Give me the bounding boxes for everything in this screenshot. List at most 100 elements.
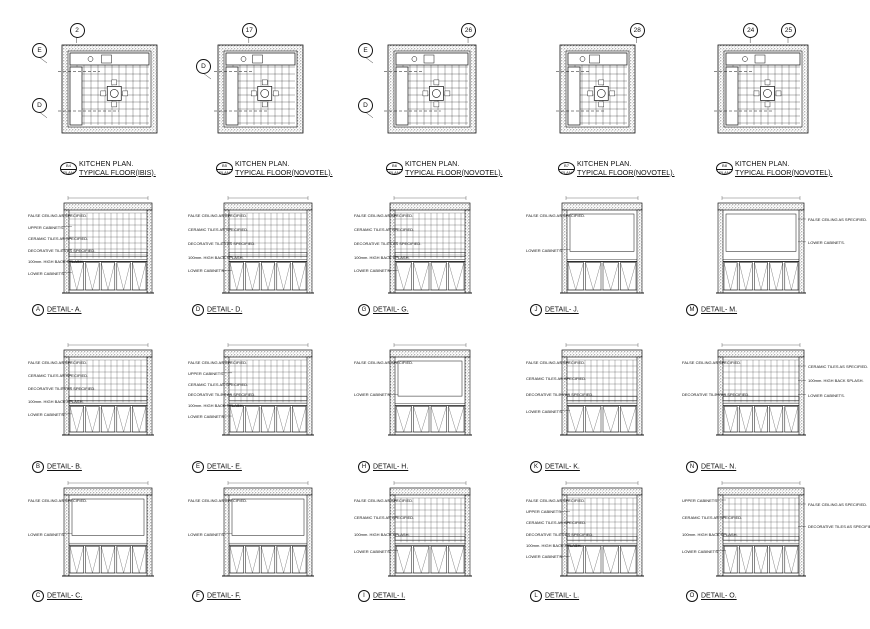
badge-number: B5 (217, 163, 232, 170)
elevation-note: UPPER CABINETS. (188, 370, 225, 376)
elevation-note: FALSE CEILING AS SPECIFIED. (354, 498, 414, 503)
detail-marker: B (32, 461, 44, 473)
detail-title: DETAIL- J. (545, 306, 579, 314)
detail-title: DETAIL- K. (545, 463, 580, 471)
elevation-note: CERAMIC TILES AS SPECIFIED. (188, 381, 249, 387)
badge-sheet: PLAN (219, 169, 230, 175)
elevation-note: LOWER CABINETS. (354, 392, 391, 398)
kitchen-plan-2 (202, 37, 304, 134)
badge-number: B8 (717, 163, 732, 170)
elevation-detail-o (716, 481, 806, 577)
elevation-note: FALSE CEILING AS SPECIFIED. (354, 213, 414, 218)
plan-title-line-1: KITCHEN PLAN. (405, 159, 460, 168)
badge-number: B6 (387, 163, 402, 170)
elevation-note: CERAMIC TILES AS SPECIFIED. (28, 372, 89, 378)
badge-number: B4 (61, 163, 76, 170)
elevation-note: LOWER CABINETS. (28, 411, 65, 417)
kitchen-plan-3 (364, 37, 477, 134)
elevation-note: LOWER CABINETS. (354, 548, 391, 554)
plan-callout-marker: D (358, 97, 373, 113)
plan-callout-marker: E (32, 43, 47, 58)
plan-title: KITCHEN PLAN.TYPICAL FLOOR(NOVOTEL). (735, 159, 833, 177)
plan-title: KITCHEN PLAN.TYPICAL FLOOR(NOVOTEL). (235, 159, 333, 177)
elevation-detail-n (716, 343, 806, 436)
elevation-note: CERAMIC TILES AS SPECIFIED. (682, 514, 743, 520)
elevation-note: CERAMIC TILES AS SPECIFIED. (188, 226, 249, 232)
elevation-note: 100mm. HIGH BACK SPLASH. (354, 254, 410, 260)
detail-marker: E (192, 461, 204, 473)
elevation-note: 100mm. HIGH BACK SPLASH. (354, 531, 410, 537)
plan-title-line-2: TYPICAL FLOOR(IBIS). (79, 167, 156, 177)
elevation-note: LOWER CABINETS. (808, 392, 845, 398)
elevation-note: LOWER CABINETS. (682, 548, 719, 554)
elevation-note: LOWER CABINETS. (28, 531, 65, 537)
elevation-detail-d (222, 196, 314, 294)
detail-title: DETAIL- B. (47, 463, 82, 471)
elevation-note: UPPER CABINETS. (526, 509, 563, 515)
kitchen-plan-5 (714, 37, 809, 134)
elevation-note: CERAMIC TILES AS SPECIFIED. (354, 514, 415, 520)
detail-title: DETAIL- N. (701, 463, 737, 471)
elevation-detail-j (560, 196, 644, 294)
elevation-note: DECORATIVE TILES AS SPECIFIED. (682, 392, 750, 398)
elevation-note: FALSE CEILING AS SPECIFIED. (188, 213, 248, 218)
elevation-note: LOWER CABINETS. (354, 268, 391, 274)
kitchen-plan-4 (556, 37, 637, 134)
elevation-note: DECORATIVE TILES AS SPECIFIED. (526, 531, 594, 537)
detail-title: DETAIL- L. (545, 592, 580, 600)
badge-number: B7 (559, 163, 574, 170)
detail-marker: N (686, 461, 698, 473)
kitchen-plan-1 (38, 37, 158, 134)
plan-title-line-1: KITCHEN PLAN. (735, 159, 790, 168)
plan-title-line-1: KITCHEN PLAN. (79, 159, 134, 168)
elevation-note: LOWER CABINETS. (526, 247, 563, 253)
elevation-note: LOWER CABINETS. (188, 531, 225, 537)
detail-title: DETAIL- G. (373, 306, 409, 314)
detail-marker: D (192, 304, 204, 316)
elevation-note: 100mm. HIGH BACK SPLASH. (808, 378, 864, 384)
plan-title-line-2: TYPICAL FLOOR(NOVOTEL). (235, 167, 333, 177)
detail-marker: F (192, 590, 204, 602)
plan-callout-marker: D (32, 97, 47, 113)
elevation-note: CERAMIC TILES AS SPECIFIED. (526, 520, 587, 526)
elevation-note: CERAMIC TILES AS SPECIFIED. (354, 226, 415, 232)
plan-title-line-1: KITCHEN PLAN. (235, 159, 290, 168)
elevation-note: LOWER CABINETS. (188, 414, 225, 420)
detail-title: DETAIL- A. (47, 306, 82, 314)
detail-title: DETAIL- M. (701, 306, 738, 314)
detail-marker: J (530, 304, 542, 316)
plan-callout-marker: 25 (781, 23, 796, 38)
elevation-detail-a (62, 196, 154, 294)
detail-marker: O (686, 590, 698, 602)
elevation-detail-l (560, 481, 644, 577)
detail-title: DETAIL- F. (207, 592, 241, 600)
plan-callout-marker: 2 (69, 23, 85, 38)
plan-callout-marker: 17 (241, 23, 257, 38)
elevation-note: DECORATIVE TILES AS SPECIFIED. (808, 524, 870, 530)
elevation-note: UPPER CABINETS. (682, 498, 719, 503)
elevation-note: DECORATIVE TILES AS SPECIFIED. (188, 392, 256, 398)
badge-sheet: PLAN (389, 169, 400, 175)
elevation-note: FALSE CEILING AS SPECIFIED. (526, 498, 586, 503)
elevation-note: FALSE CEILING AS SPECIFIED. (682, 360, 742, 365)
elevation-detail-b (62, 343, 154, 436)
detail-marker: G (358, 304, 370, 316)
plan-title: KITCHEN PLAN.TYPICAL FLOOR(NOVOTEL). (405, 159, 503, 177)
elevation-detail-m (716, 196, 806, 294)
detail-title: DETAIL- D. (207, 306, 243, 314)
elevation-detail-e (222, 343, 314, 436)
elevation-note: DECORATIVE TILES AS SPECIFIED. (28, 385, 96, 391)
plan-callout-marker: 26 (461, 23, 477, 38)
elevation-note: LOWER CABINETS. (28, 270, 65, 276)
elevation-note: FALSE CEILING AS SPECIFIED. (526, 213, 586, 218)
